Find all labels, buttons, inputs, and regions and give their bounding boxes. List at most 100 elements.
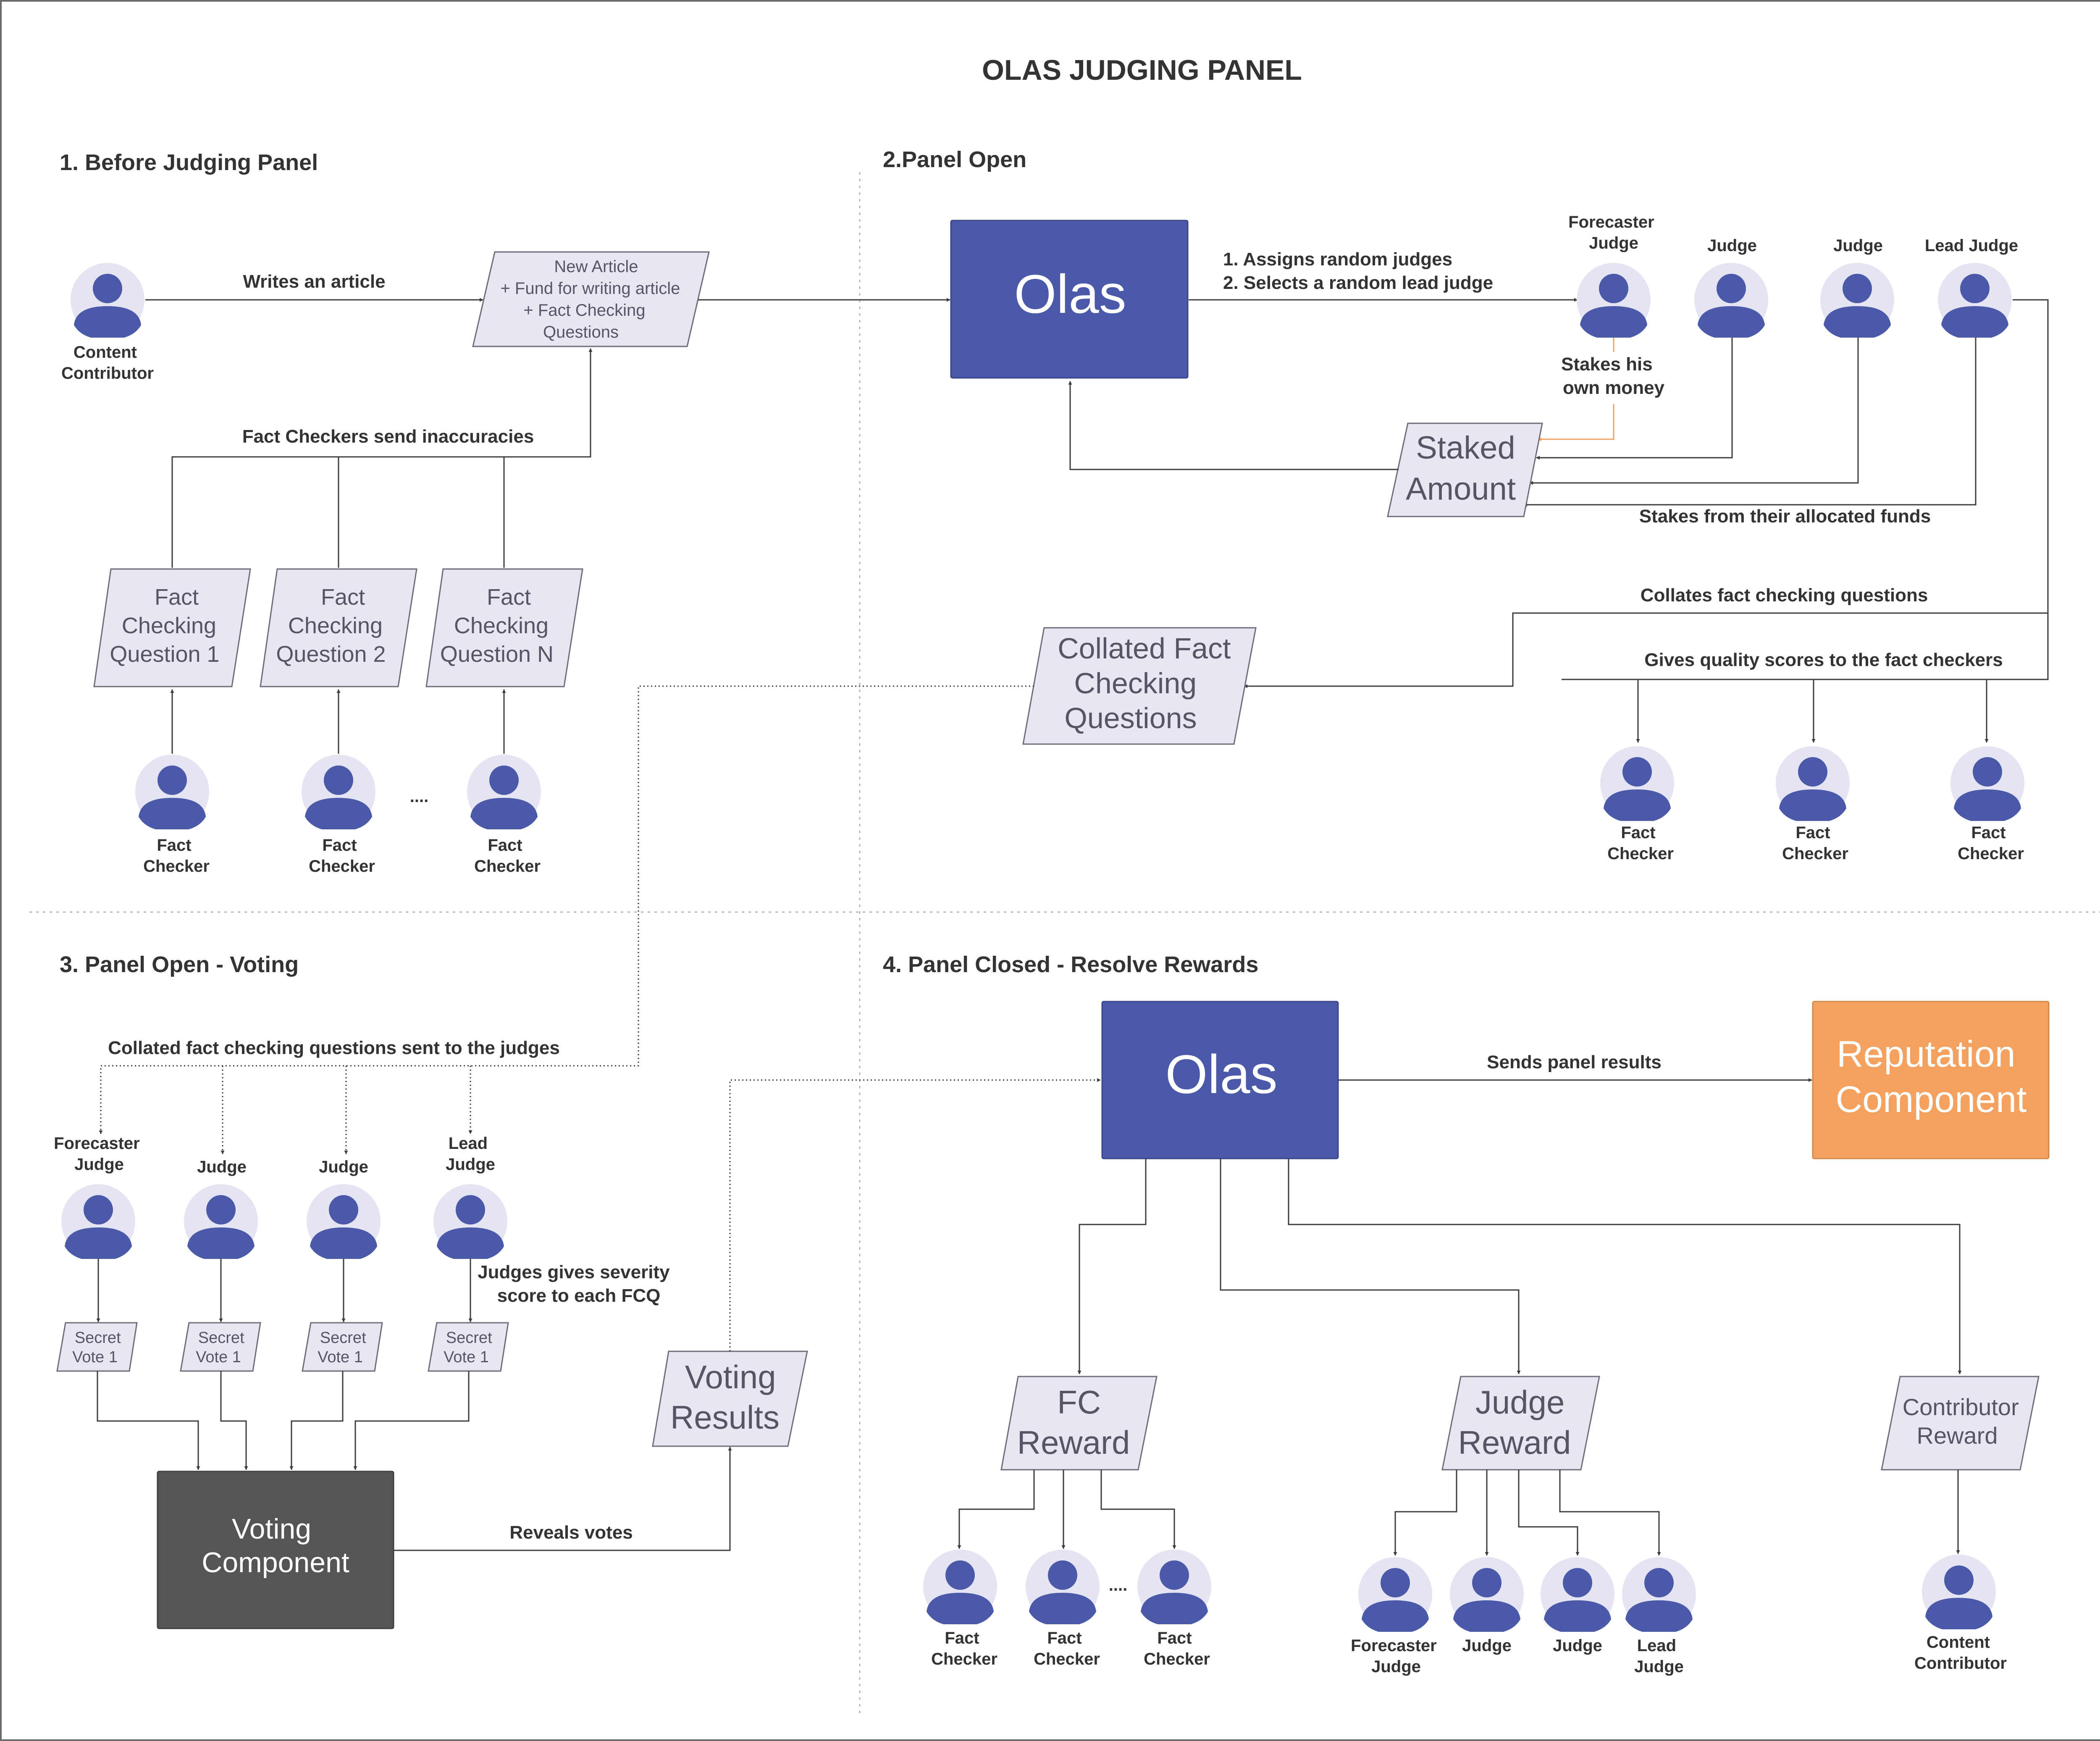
fact-checker-s2-3-person-icon xyxy=(1950,746,2024,821)
forecaster-judge-s3-person-icon xyxy=(61,1184,135,1259)
writes-article-label: Writes an article xyxy=(243,271,385,292)
sent-to-judges-label: Collated fact checking questions sent to… xyxy=(108,1038,560,1058)
contributor-reward-text: Contributor Reward xyxy=(1903,1394,2026,1449)
judge-b-stake-arrow xyxy=(1529,338,1859,485)
fcq-1-text: Fact Checking Question 1 xyxy=(110,585,223,667)
secret-vote-3-box xyxy=(302,1322,383,1372)
section-1-heading: 1. Before Judging Panel xyxy=(60,150,318,175)
fact-checker-s4-3-label: Fact Checker xyxy=(1144,1629,1210,1668)
assign-label-2: 2. Selects a random lead judge xyxy=(1223,273,1493,293)
lead-judge-s4-person-icon xyxy=(1622,1557,1696,1632)
forecaster-judge-s4-person-icon xyxy=(1358,1557,1432,1632)
results-to-olas-dotted xyxy=(729,1078,1101,1351)
judge-reward-to-forecaster xyxy=(1393,1470,1457,1556)
fcq-2-text: Fact Checking Question 2 xyxy=(276,585,389,667)
content-contributor-s4-person-icon xyxy=(1922,1555,1996,1629)
content-contributor-s4-label: Content Contributor xyxy=(1914,1633,2007,1673)
reveals-votes-arrow xyxy=(394,1447,732,1551)
page-title: OLAS JUDGING PANEL xyxy=(982,54,1302,86)
judge-a-stake-arrow xyxy=(1536,338,1733,460)
reputation-component-box xyxy=(1812,1001,2050,1159)
olas-to-fc-reward xyxy=(1077,1159,1147,1374)
lead-judge-s2-person-icon xyxy=(1938,263,2012,338)
forecaster-judge-s2-label: Forecaster Judge xyxy=(1568,213,1659,252)
judge-reward-box xyxy=(1441,1376,1600,1471)
fc-inaccuracies-connector xyxy=(171,348,593,568)
fact-checker-s2-1-person-icon xyxy=(1600,746,1674,821)
forecaster-judge-s2-person-icon xyxy=(1577,263,1651,338)
olas-to-contributor-reward xyxy=(1288,1159,1962,1374)
judge-reward-to-lead xyxy=(1559,1470,1661,1556)
content-contributor-person-icon xyxy=(71,263,144,338)
severity-label: Judges gives severity score to each FCQ xyxy=(478,1262,675,1306)
fact-checker-3-label: Fact Checker xyxy=(474,836,541,876)
fact-checker-s4-3-person-icon xyxy=(1137,1550,1211,1624)
lead-judge-stake-arrow xyxy=(1523,338,1977,507)
judge-a-s2-person-icon xyxy=(1694,263,1768,338)
secret-vote-3-text: Secret Vote 1 xyxy=(318,1329,370,1366)
judge-b-s3-label: Judge xyxy=(319,1158,368,1176)
collated-fcq-text: Collated Fact Checking Questions xyxy=(1058,632,1239,734)
fc-reward-to-fc3 xyxy=(1100,1470,1176,1549)
fc-reward-box xyxy=(1000,1376,1158,1471)
voting-component-label: Voting Component xyxy=(202,1513,349,1578)
fc-reward-to-fc1 xyxy=(957,1470,1035,1549)
fact-checker-1-person-icon xyxy=(135,755,209,829)
olas-bottom-label: Olas xyxy=(1165,1044,1277,1105)
vote3-to-component xyxy=(289,1371,344,1470)
judge-b-s3-person-icon xyxy=(307,1184,381,1259)
section-2-heading: 2.Panel Open xyxy=(883,147,1026,172)
fact-checker-s4-1-person-icon xyxy=(923,1550,997,1624)
fcq-1-box xyxy=(93,568,251,687)
fact-checker-s4-1-label: Fact Checker xyxy=(931,1629,998,1668)
staked-amount-box xyxy=(1387,422,1543,517)
staked-amount-text: Staked Amount xyxy=(1406,430,1524,507)
judge-a-s3-label: Judge xyxy=(197,1158,247,1176)
judge-reward-text: Judge Reward xyxy=(1458,1384,1574,1461)
lead-judge-trunk xyxy=(1562,299,2049,680)
secret-vote-4-box xyxy=(428,1322,509,1372)
assign-label-1: 1. Assigns random judges xyxy=(1223,249,1452,270)
fact-checker-s4-2-label: Fact Checker xyxy=(1034,1629,1100,1668)
secret-vote-4-text: Secret Vote 1 xyxy=(444,1329,496,1366)
stakes-own-bg xyxy=(1554,352,1676,404)
s1-ellipsis: .... xyxy=(410,787,428,806)
stakes-own-label: Stakes his own money xyxy=(1561,354,1664,398)
reputation-component-label: Reputation Component xyxy=(1836,1033,2027,1120)
judge-a-s2-label: Judge xyxy=(1707,236,1757,255)
vote1-to-component xyxy=(97,1371,200,1470)
lead-judge-s4-label: Lead Judge xyxy=(1634,1636,1684,1676)
section-4-heading: 4. Panel Closed - Resolve Rewards xyxy=(883,952,1258,977)
judge-reward-to-judge-b xyxy=(1518,1470,1580,1556)
fcq-n-box xyxy=(425,568,583,687)
fact-checker-s2-2-person-icon xyxy=(1776,746,1850,821)
quality-scores-label: Gives quality scores to the fact checker… xyxy=(1644,650,2003,670)
sends-results-label: Sends panel results xyxy=(1487,1052,1662,1072)
fact-checker-s2-1-label: Fact Checker xyxy=(1607,823,1674,863)
voting-results-box xyxy=(652,1350,808,1447)
secret-vote-1-box xyxy=(56,1322,138,1372)
collated-fcq-box xyxy=(1022,627,1257,745)
forecaster-judge-s3-label: Forecaster Judge xyxy=(54,1134,144,1174)
collated-sent-dotted-connector xyxy=(99,685,1034,1134)
collates-arrow xyxy=(1244,612,2048,688)
fact-checker-2-person-icon xyxy=(302,755,375,829)
fcq-n-text: Fact Checking Question N xyxy=(440,585,555,667)
olas-box-top xyxy=(950,220,1189,379)
olas-top-label: Olas xyxy=(1014,263,1126,325)
stakes-allocated-label: Stakes from their allocated funds xyxy=(1639,506,1931,527)
new-article-box xyxy=(472,251,710,347)
collates-label: Collates fact checking questions xyxy=(1641,585,1928,606)
olas-to-judge-reward xyxy=(1220,1159,1521,1374)
judge-b-s4-person-icon xyxy=(1541,1557,1614,1632)
section-3-heading: 3. Panel Open - Voting xyxy=(60,952,299,977)
content-contributor-label: Content Contributor xyxy=(61,343,154,383)
fact-checker-2-label: Fact Checker xyxy=(309,836,375,876)
staked-to-olas-arrow xyxy=(1068,381,1399,470)
fact-checker-s2-2-label: Fact Checker xyxy=(1782,823,1848,863)
forecaster-judge-s4-label: Forecaster Judge xyxy=(1351,1636,1441,1676)
s4-ellipsis: .... xyxy=(1109,1576,1127,1594)
new-article-text: New Article + Fund for writing article +… xyxy=(500,257,685,341)
